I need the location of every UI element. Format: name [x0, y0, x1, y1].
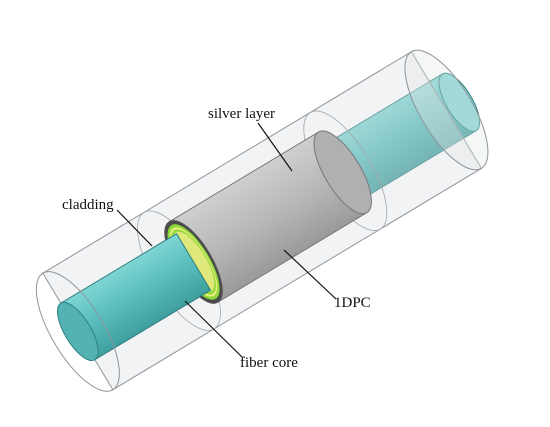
- label-fiber-core: fiber core: [240, 355, 298, 371]
- cladding-front-face: [35, 271, 120, 392]
- fiber-core-left: [57, 232, 212, 362]
- label-1dpc: 1DPC: [334, 295, 371, 311]
- leader-cladding: [116, 209, 153, 247]
- leader-silver-layer: [257, 122, 293, 172]
- leader-1dpc: [283, 249, 337, 300]
- label-silver-layer: silver layer: [208, 106, 276, 122]
- leader-fiber-core: [184, 300, 244, 359]
- label-cladding: cladding: [62, 197, 114, 213]
